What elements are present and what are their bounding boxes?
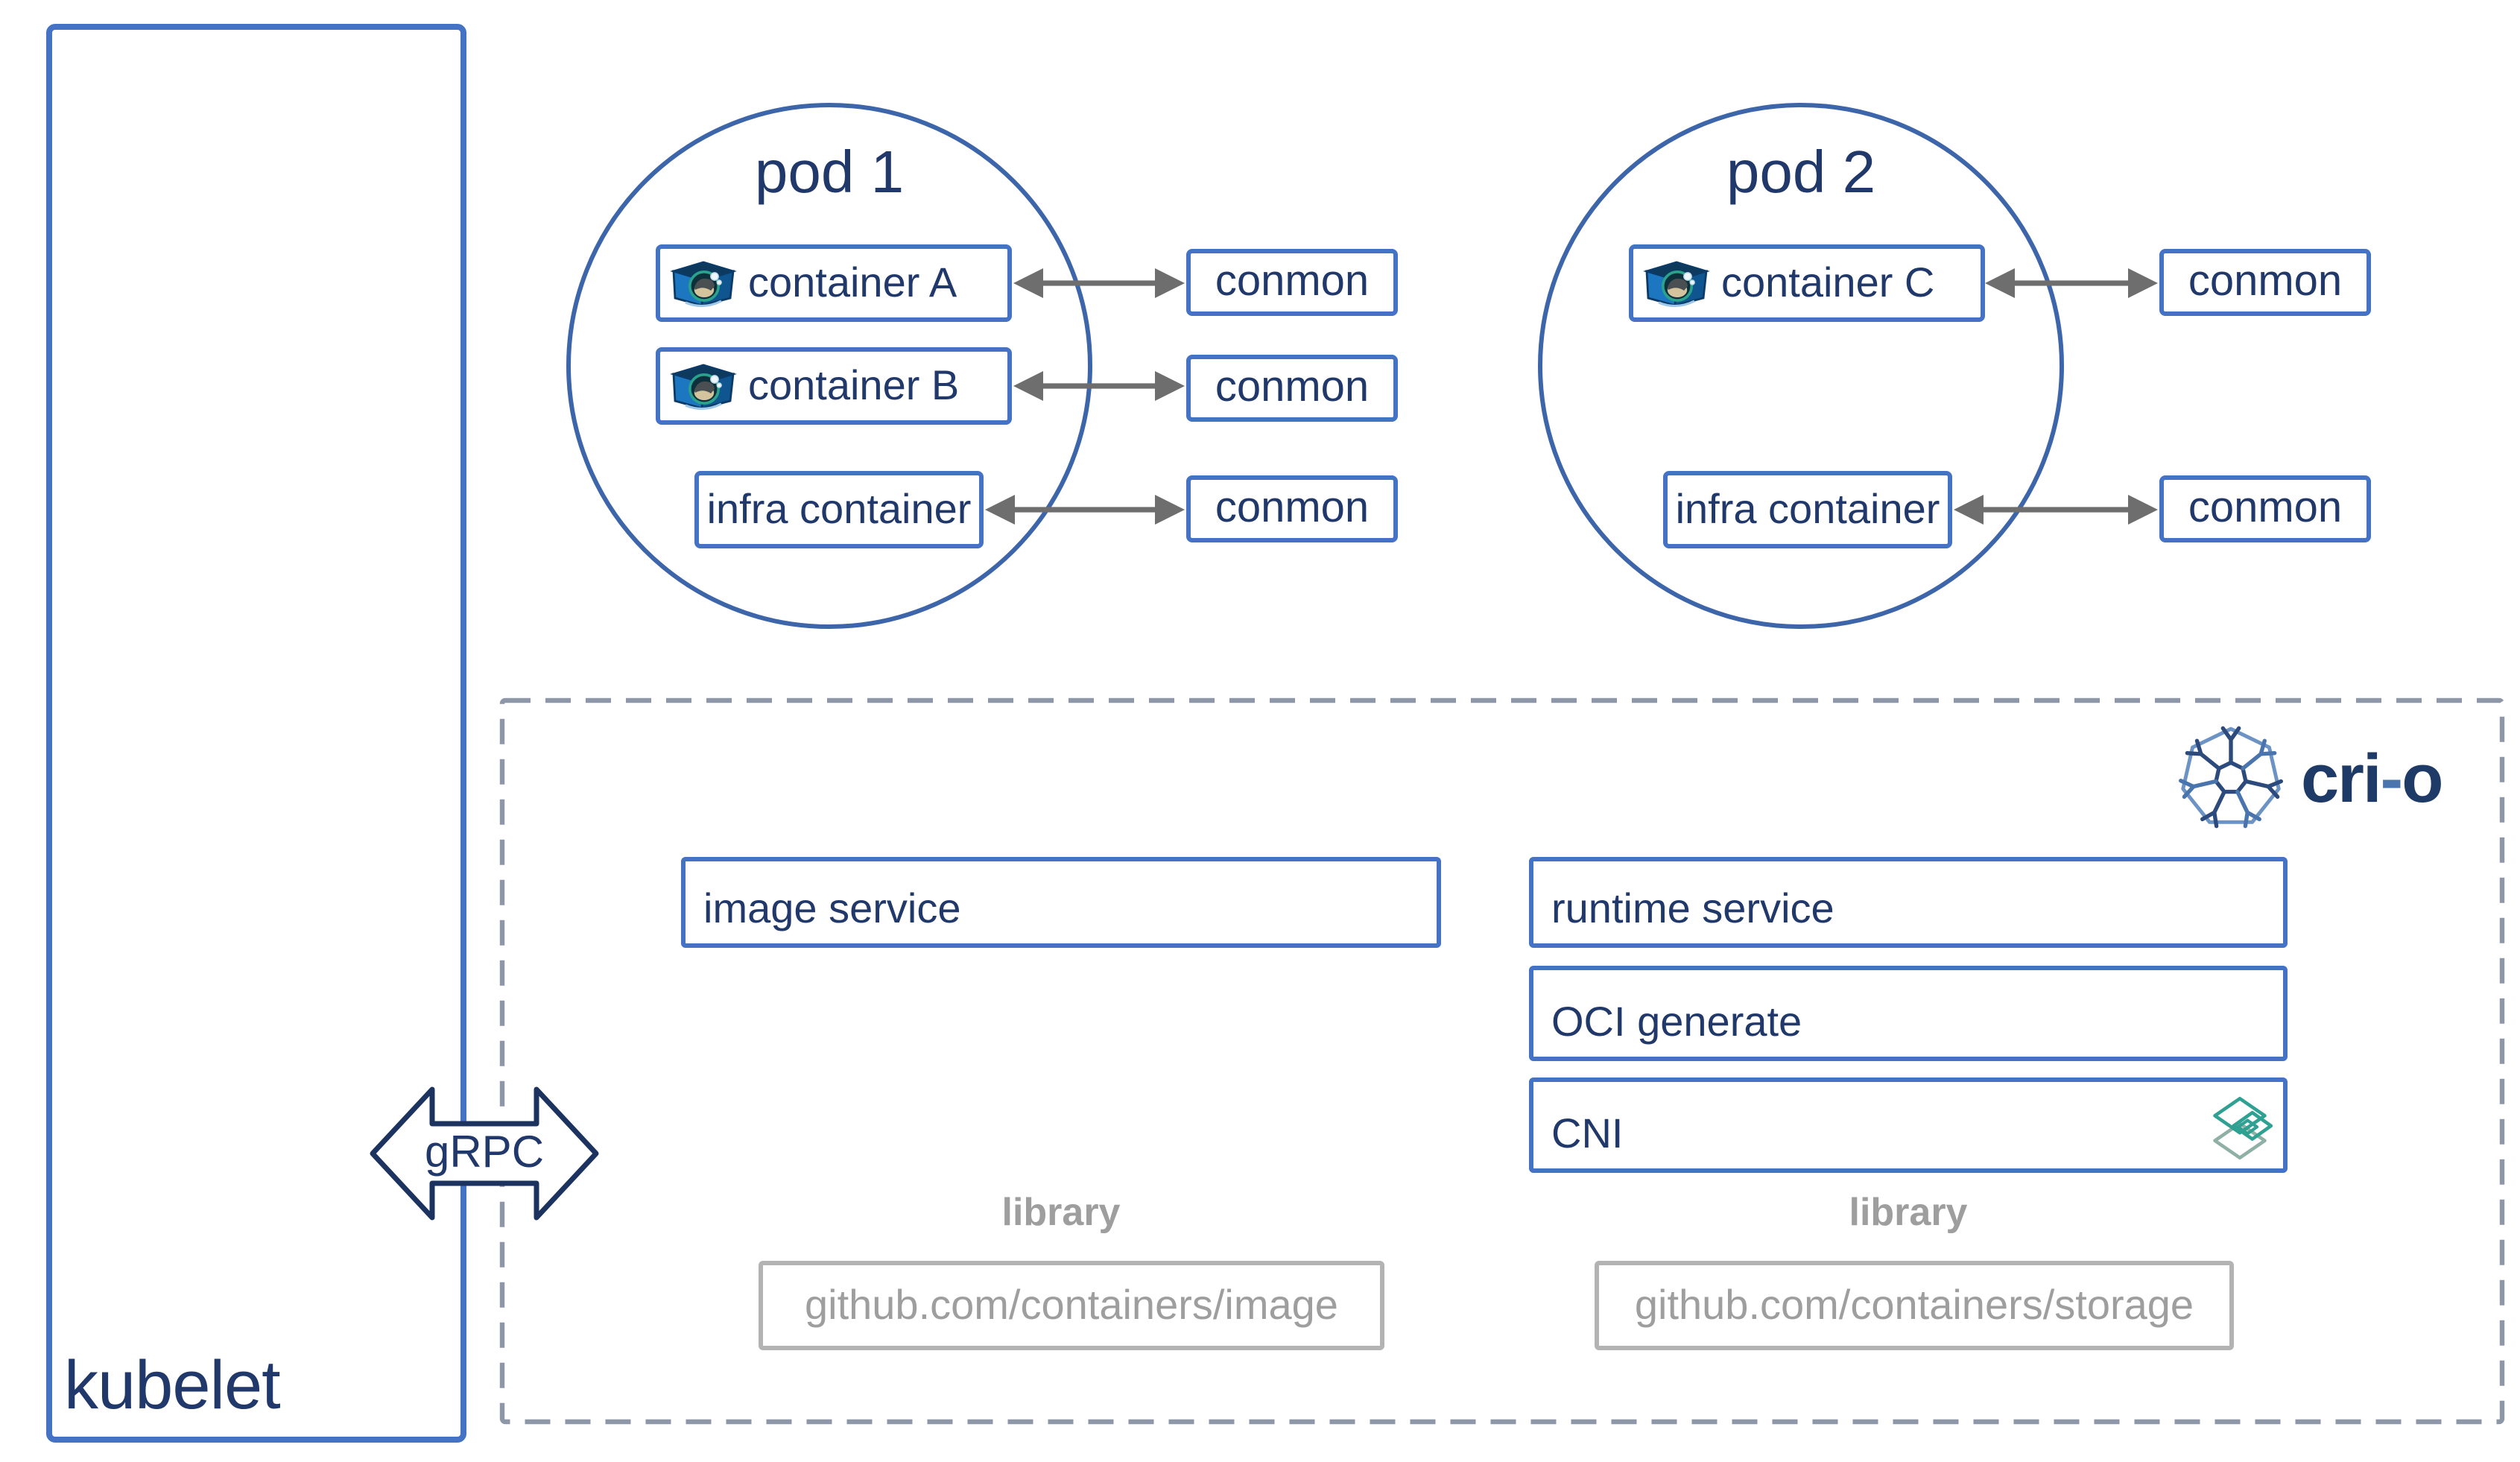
kubelet-label: kubelet (64, 1346, 281, 1423)
container-c-label: container C (1721, 259, 1935, 306)
runtime-service-label: runtime service (1551, 885, 1834, 931)
container-b-box: container B (656, 347, 1012, 425)
arrow-container-b-conmon (1013, 371, 1185, 401)
conmon-label: conmon (2188, 484, 2343, 532)
pod1-infra-label: infra container (706, 486, 972, 532)
conmon-label: conmon (2188, 258, 2343, 306)
arrow-pod2-infra-conmon (1954, 495, 2158, 525)
pod2-infra-container-box: infra container (1663, 471, 1952, 548)
library-repo-image: github.com/containers/image (805, 1282, 1338, 1328)
container-a-label: container A (748, 259, 957, 306)
library-box-containers-image: github.com/containers/image (759, 1261, 1384, 1350)
pod1-title: pod 1 (754, 140, 905, 206)
container-c-box: container C (1629, 244, 1985, 322)
image-service-label: image service (703, 885, 961, 931)
crio-snowflake-icon (2179, 726, 2283, 829)
arrow-container-a-conmon (1013, 268, 1185, 298)
image-service-box: image service (681, 857, 1441, 948)
arrow-pod1-infra-conmon (985, 495, 1185, 525)
pod1-infra-container-box: infra container (694, 471, 984, 548)
oci-generate-label: OCI generate (1551, 999, 1802, 1045)
conmon-box-container-a: conmon (1186, 249, 1398, 316)
conmon-label: conmon (1215, 258, 1370, 306)
crio-dashed-border (499, 697, 2505, 1425)
container-b-label: container B (748, 362, 960, 408)
pod2-circle: pod 2 (1538, 103, 2064, 629)
container-cube-icon (670, 261, 737, 308)
crio-wordmark: cri-o (2301, 739, 2443, 817)
grpc-connector: gRPC (367, 1073, 602, 1234)
container-cube-icon (670, 364, 737, 411)
conmon-label: conmon (1215, 364, 1370, 411)
library-repo-storage: github.com/containers/storage (1634, 1282, 2194, 1328)
crio-logo: cri-o (2179, 726, 2504, 830)
library-heading-storage: library (1849, 1189, 1968, 1234)
oci-generate-box: OCI generate (1529, 966, 2288, 1061)
conmon-box-container-b: conmon (1186, 355, 1398, 422)
cni-label: CNI (1551, 1110, 1624, 1156)
cni-diamonds-icon (2213, 1096, 2273, 1160)
conmon-box-pod2-infra: conmon (2159, 475, 2371, 542)
pod2-title: pod 2 (1726, 140, 1876, 206)
pod2-infra-label: infra container (1675, 486, 1940, 532)
library-heading-image: library (1001, 1189, 1121, 1234)
arrow-container-c-conmon (1985, 268, 2158, 298)
conmon-box-pod1-infra: conmon (1186, 475, 1398, 542)
conmon-box-container-c: conmon (2159, 249, 2371, 316)
cni-box: CNI (1529, 1077, 2288, 1173)
conmon-label: conmon (1215, 484, 1370, 532)
container-a-box: container A (656, 244, 1012, 322)
kubelet-box: kubelet (46, 24, 466, 1443)
grpc-label: gRPC (424, 1128, 545, 1177)
runtime-service-box: runtime service (1529, 857, 2288, 948)
library-box-containers-storage: github.com/containers/storage (1595, 1261, 2234, 1350)
container-cube-icon (1643, 261, 1710, 308)
crio-dashed-region (499, 697, 2505, 1425)
grpc-double-arrow-icon (370, 1086, 599, 1221)
